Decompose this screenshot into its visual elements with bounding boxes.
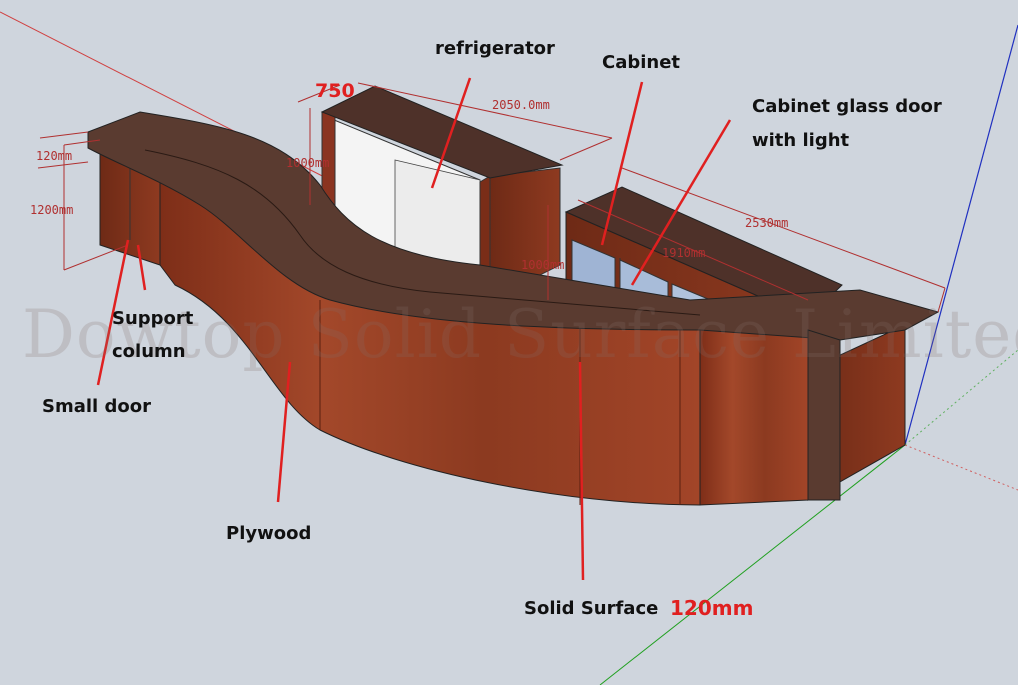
leader-refrigerator — [430, 77, 472, 189]
leader-lines — [96, 77, 732, 581]
label-refrigerator: refrigerator — [435, 38, 555, 59]
leader-plywood — [276, 361, 292, 503]
dim-total-height: 1200mm — [30, 203, 74, 217]
watermark: Dowtop Solid Surface Limited — [22, 296, 1018, 373]
curved-counter — [87, 111, 940, 506]
dim-right-length: 2530mm — [745, 216, 789, 230]
label-cabinet: Cabinet — [602, 52, 681, 73]
dim-cabinet-height: 1000mm — [521, 258, 565, 272]
dim-750: 750 — [315, 80, 355, 102]
leader-support — [136, 244, 147, 291]
axis-blue-line — [904, 24, 1018, 446]
label-small-door: Small door — [42, 396, 151, 417]
label-glass-door-line2: with light — [752, 130, 850, 151]
axis-green-line — [599, 444, 906, 685]
label-solid-surface: Solid Surface — [524, 598, 659, 619]
dim-top-thickness: 120mm — [36, 149, 73, 163]
label-plywood: Plywood — [226, 523, 312, 544]
label-glass-door-line1: Cabinet glass door — [752, 96, 942, 117]
axis-red-dotted — [904, 444, 1018, 491]
dim-fridge-length: 2050.0mm — [492, 98, 550, 112]
dim-cabinet-length: 1910mm — [662, 246, 706, 260]
leader-cabinet — [600, 81, 644, 246]
leader-small-door — [96, 239, 130, 386]
label-solid-surface-size: 120mm — [670, 596, 754, 620]
leader-solid-surface — [578, 361, 585, 581]
label-support: Support — [112, 308, 194, 329]
dimension-lines — [37, 82, 946, 313]
leader-glass-door — [630, 119, 732, 286]
label-column: column — [112, 341, 186, 362]
dim-left-height: 1000mm — [286, 156, 330, 170]
